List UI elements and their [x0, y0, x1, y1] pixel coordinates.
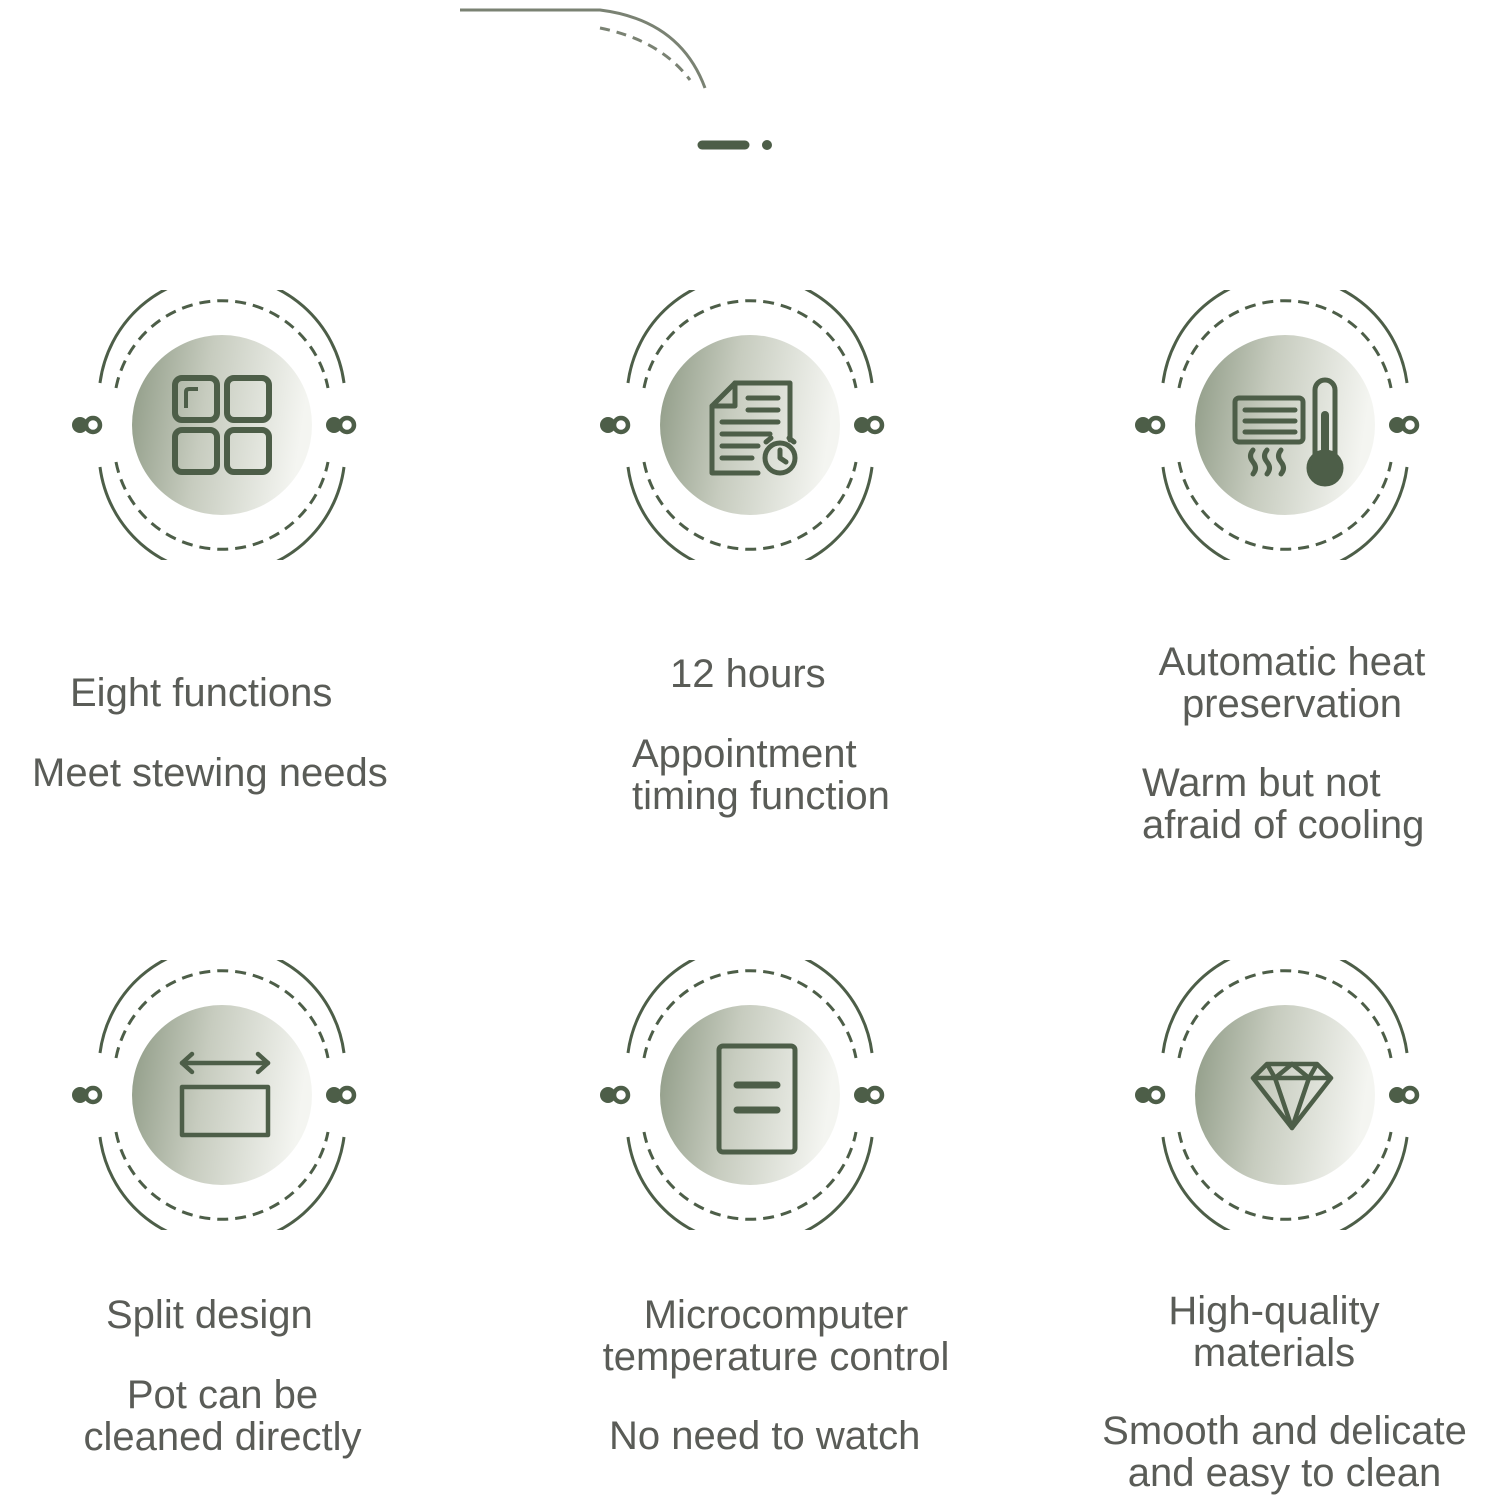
feature-4-subtitle: Pot can be cleaned directly: [83, 1373, 362, 1459]
feature-2-subtitle: Appointment timing function: [632, 732, 890, 818]
feature-appointment-badge: [600, 290, 900, 560]
heater-thermometer-icon: [1232, 377, 1344, 487]
feature-5-title: Microcomputer temperature control: [602, 1293, 950, 1379]
split-panel-arrow-icon: [179, 1051, 271, 1138]
feature-heat-preservation-badge: [1135, 290, 1435, 560]
feature-2-title: 12 hours: [670, 652, 826, 696]
feature-materials-badge: [1135, 960, 1435, 1230]
grid-four-squares-icon: [172, 375, 272, 475]
feature-4-title: Split design: [106, 1293, 313, 1337]
decorative-top-arc: [460, 8, 772, 150]
feature-5-subtitle: No need to watch: [609, 1414, 921, 1458]
feature-eight-functions-badge: [72, 290, 372, 560]
diamond-icon: [1250, 1061, 1334, 1131]
feature-1-title: Eight functions: [70, 671, 333, 715]
feature-1-subtitle: Meet stewing needs: [32, 751, 388, 795]
feature-3-subtitle: Warm but not afraid of cooling: [1142, 761, 1425, 847]
feature-3-title: Automatic heat preservation: [1158, 640, 1426, 726]
feature-6-subtitle: Smooth and delicate and easy to clean: [1102, 1409, 1467, 1495]
control-panel-icon: [716, 1043, 798, 1155]
document-alarm-clock-icon: [709, 380, 798, 476]
feature-6-title: High-quality materials: [1168, 1289, 1380, 1375]
feature-temperature-control-badge: [600, 960, 900, 1230]
feature-split-design-badge: [72, 960, 372, 1230]
